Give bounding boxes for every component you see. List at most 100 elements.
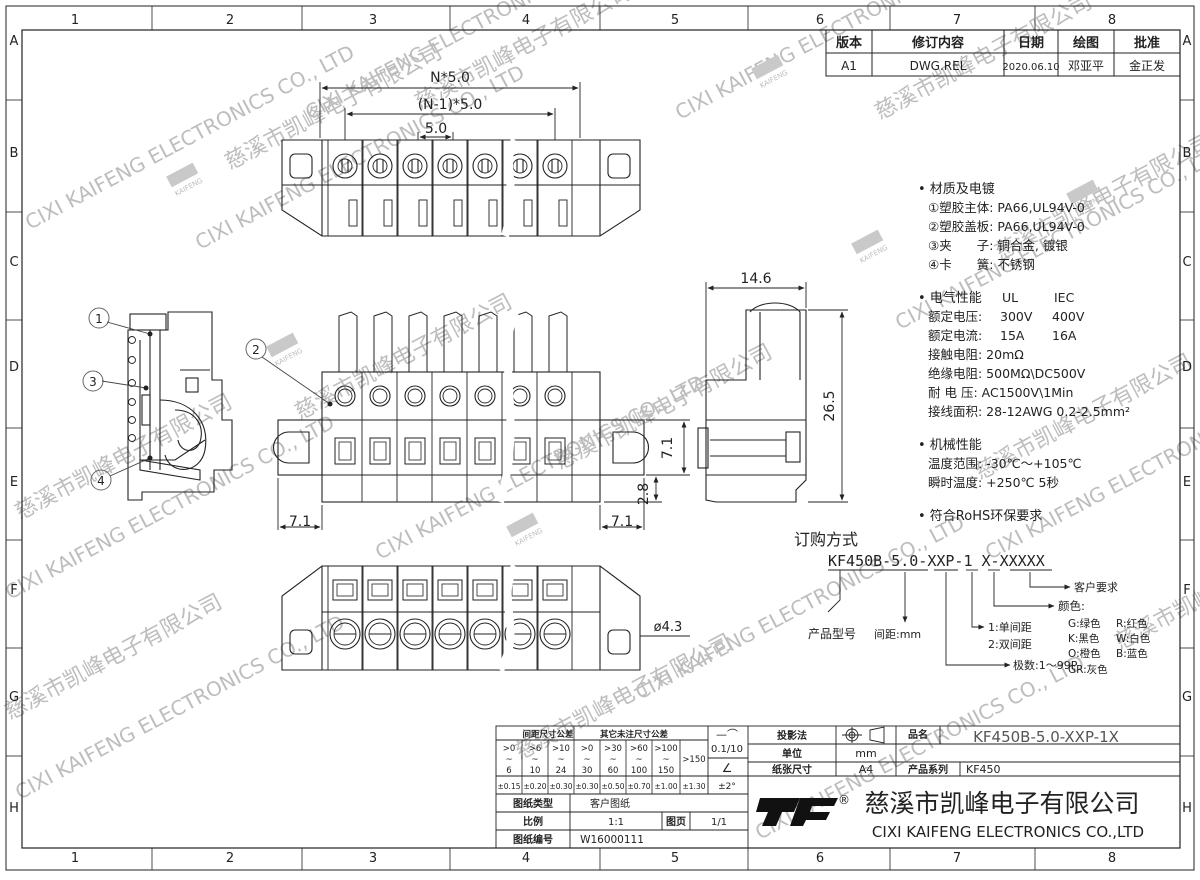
- tol-range: >10: [552, 744, 570, 754]
- spec-material-3: ③夹 子: 铜合金, 镀银: [928, 238, 1068, 253]
- dim-n1-pitch: (N-1)*5.0: [418, 97, 483, 113]
- watermark-logo-mark: [166, 162, 199, 188]
- zone-row-left-B: B: [10, 146, 19, 161]
- tol-range: ~: [531, 755, 538, 765]
- tol-value: ±1.00: [655, 782, 678, 791]
- watermark-text: CIXI KAIFENG ELECTRONICS CO., LTD: [11, 610, 348, 805]
- unit-value: mm: [855, 747, 876, 760]
- watermark-text: CIXI KAIFENG ELECTRONICS CO., LTD: [21, 40, 358, 235]
- page-label: 图页: [666, 816, 686, 828]
- spec-current-label: 额定电流:: [928, 328, 982, 343]
- bottom-slot-inner: [336, 583, 354, 597]
- zone-col-top-1: 1: [71, 13, 79, 28]
- top-pole: [467, 139, 503, 237]
- side-view-rivet: [128, 379, 136, 387]
- tol-value: ±0.30: [550, 782, 573, 791]
- top-screw: [437, 153, 463, 179]
- tol-range: 30: [582, 766, 593, 776]
- watermark-logo-mark: [506, 512, 539, 538]
- color-blue: B:蓝色: [1116, 647, 1148, 660]
- bottom-pin-hole: [434, 618, 466, 650]
- tol-range: 10: [530, 766, 541, 776]
- zone-col-bottom-6: 6: [816, 851, 824, 866]
- spec-temp-peak: 瞬时温度: +250℃ 5秒: [928, 475, 1059, 490]
- side-view-rivet: [128, 434, 136, 442]
- tol-title: 间距尺寸公差: [522, 729, 574, 740]
- spec-material-title: • 材质及电镀: [918, 181, 995, 197]
- zone-col-bottom-4: 4: [522, 851, 530, 866]
- tol-range: >0: [581, 744, 594, 754]
- zone-col-bottom-8: 8: [1108, 851, 1116, 866]
- top-view-dimensions: [319, 82, 581, 140]
- bottom-pin-hole: [329, 618, 361, 650]
- zone-col-top-5: 5: [671, 13, 679, 28]
- spec-temp-range: 温度范围: -30℃～+105℃: [928, 456, 1082, 471]
- tol-range: >0: [503, 744, 516, 754]
- bottom-pole: [502, 565, 538, 671]
- bottom-slot-inner: [476, 583, 494, 597]
- front-window-inner: [373, 441, 387, 461]
- top-screw-inner: [407, 158, 423, 174]
- tol-value: ±0.15: [498, 782, 521, 791]
- flatness-symbols: —⌒: [716, 728, 738, 741]
- front-window: [369, 437, 391, 465]
- top-pole: [397, 139, 433, 237]
- zone-row-left-F: F: [10, 583, 17, 598]
- watermark-logo-mark: [266, 332, 299, 358]
- top-screw: [367, 153, 393, 179]
- front-wire-hole: [404, 385, 426, 407]
- watermark-logo: KAIFENG: [851, 229, 889, 265]
- bottom-pin-hole: [399, 618, 431, 650]
- spec-voltage-ul: 300V: [1000, 309, 1033, 324]
- front-release-tab: [548, 311, 568, 373]
- projection-symbol-icon: [842, 726, 885, 744]
- watermark-logo: KAIFENG: [506, 512, 544, 548]
- top-screw-inner: [442, 158, 458, 174]
- zone-row-right-D: D: [1182, 360, 1192, 375]
- bottom-pin-hole: [539, 618, 571, 650]
- tol-range: >30: [604, 744, 622, 754]
- spec-material-4: ④卡 簧: 不锈钢: [928, 257, 1035, 272]
- zone-row-left-E: E: [10, 475, 18, 490]
- rev-header-drawn: 绘图: [1073, 35, 1099, 51]
- top-pole: [502, 139, 538, 237]
- spec-contact-resistance: 接触电阻: 20mΩ: [928, 347, 1024, 362]
- title-block-text: 间距尺寸公差 其它未注尺寸公差 >0~6±0.15>6~10±0.20>10~2…: [498, 726, 1144, 846]
- zone-col-top-7: 7: [953, 13, 961, 28]
- rev-header-approved: 批准: [1134, 35, 1160, 51]
- ordering-spacing-1: 1:单间距: [988, 621, 1032, 634]
- registered-mark: ®: [838, 793, 850, 807]
- front-window: [474, 437, 496, 465]
- front-wire-hole: [439, 385, 461, 407]
- tol-range: >100: [654, 744, 677, 754]
- right-side-view: [697, 302, 807, 503]
- zone-col-bottom-3: 3: [369, 851, 377, 866]
- drawing-type: 客户图纸: [590, 797, 630, 810]
- spec-mechanical-title: • 机械性能: [918, 438, 982, 453]
- ordering-title: 订购方式: [794, 530, 858, 549]
- zone-row-left-G: G: [9, 690, 19, 705]
- top-pole: [432, 139, 468, 237]
- dim-bottom-offset: 2.8: [636, 483, 652, 505]
- front-wire-hole: [369, 385, 391, 407]
- color-grey: GR:灰色: [1068, 663, 1108, 676]
- top-screw: [402, 153, 428, 179]
- front-release-tab: [513, 311, 533, 373]
- bottom-pole: [362, 565, 398, 671]
- ordering-code: 订购方式 KF450B-5.0-XXP-1 X-XXXXX 产品型号 间距:mm…: [794, 530, 1151, 676]
- projection-label: 投影法: [777, 729, 807, 742]
- rev-header-date: 日期: [1018, 36, 1044, 51]
- rev-drawn-by: 邓亚平: [1068, 59, 1104, 73]
- top-screw-inner: [372, 158, 388, 174]
- zone-row-left-D: D: [9, 360, 19, 375]
- dim-n-pitch: N*5.0: [430, 70, 470, 86]
- tol-value: ±1.30: [683, 782, 706, 791]
- tol-range: 6: [506, 766, 511, 776]
- tol-range: 60: [608, 766, 619, 776]
- front-wire-hole: [334, 385, 356, 407]
- other-tol-title: 其它未注尺寸公差: [600, 729, 669, 740]
- ordering-color-title: 颜色:: [1058, 599, 1085, 613]
- top-screw-inner: [337, 158, 353, 174]
- top-latch: [558, 199, 568, 227]
